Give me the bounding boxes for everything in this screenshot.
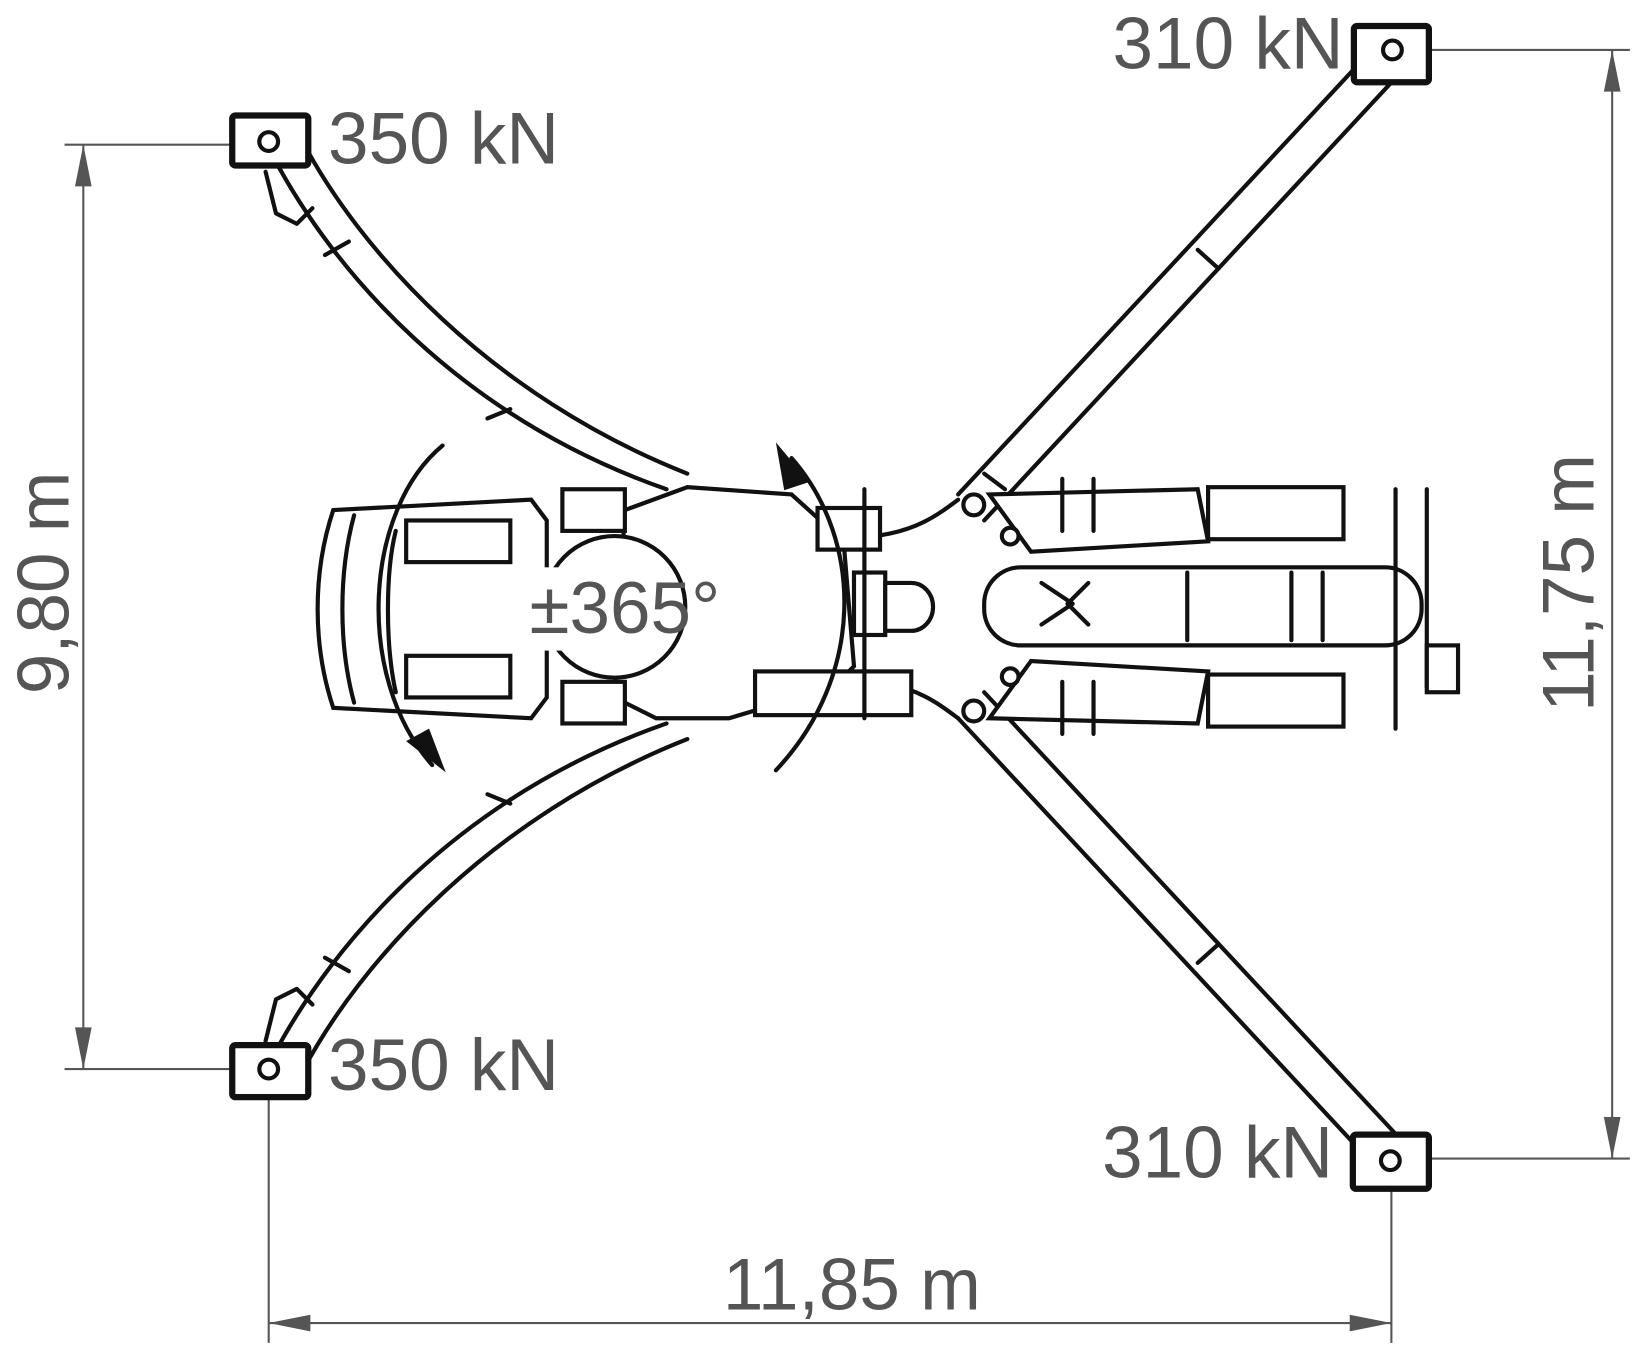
outrigger-arm-front-right — [956, 44, 1411, 523]
load-label-front-left: 350 kN — [328, 98, 559, 179]
pad-front-right — [1350, 22, 1432, 86]
pad-rear-right — [1349, 1131, 1432, 1192]
cab — [315, 487, 627, 726]
dimension-left — [64, 143, 269, 1071]
upper-carriage — [612, 485, 961, 721]
outrigger-arm-rear-right — [956, 690, 1409, 1168]
rotation-label: ±365° — [529, 568, 720, 649]
load-label-rear-right: 310 kN — [1102, 1112, 1333, 1193]
outrigger-arm-front-left — [263, 138, 690, 492]
rotation-arrow-icon — [376, 442, 847, 773]
dimension-label-bottom: 11,85 m — [723, 1245, 981, 1326]
outrigger-arm-rear-left — [263, 721, 690, 1075]
chassis — [961, 476, 1461, 736]
pad-rear-left — [229, 1041, 312, 1101]
dimension-label-left: 9,80 m — [4, 472, 85, 695]
load-label-front-right: 310 kN — [1113, 4, 1344, 85]
load-label-rear-left: 350 kN — [328, 1025, 559, 1106]
pad-front-left — [229, 112, 312, 169]
dimension-label-right: 11,75 m — [1528, 454, 1609, 712]
